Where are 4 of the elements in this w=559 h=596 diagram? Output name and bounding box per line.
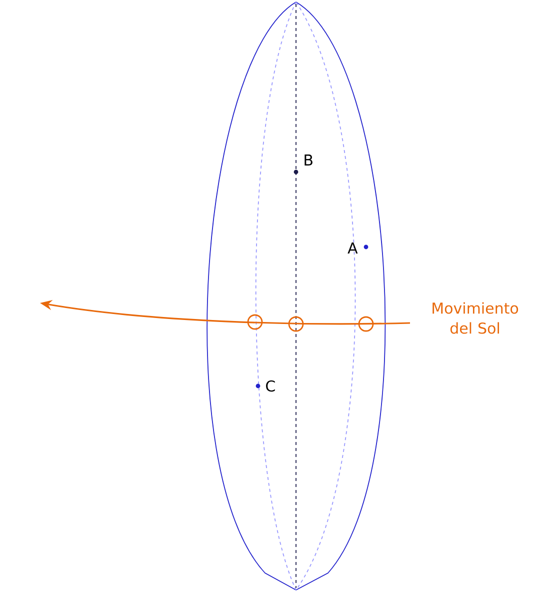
point-label: A: [348, 242, 358, 254]
motion-label: Movimiento del Sol: [432, 302, 518, 334]
point-label: B: [304, 154, 312, 166]
point-label: C: [266, 380, 275, 392]
